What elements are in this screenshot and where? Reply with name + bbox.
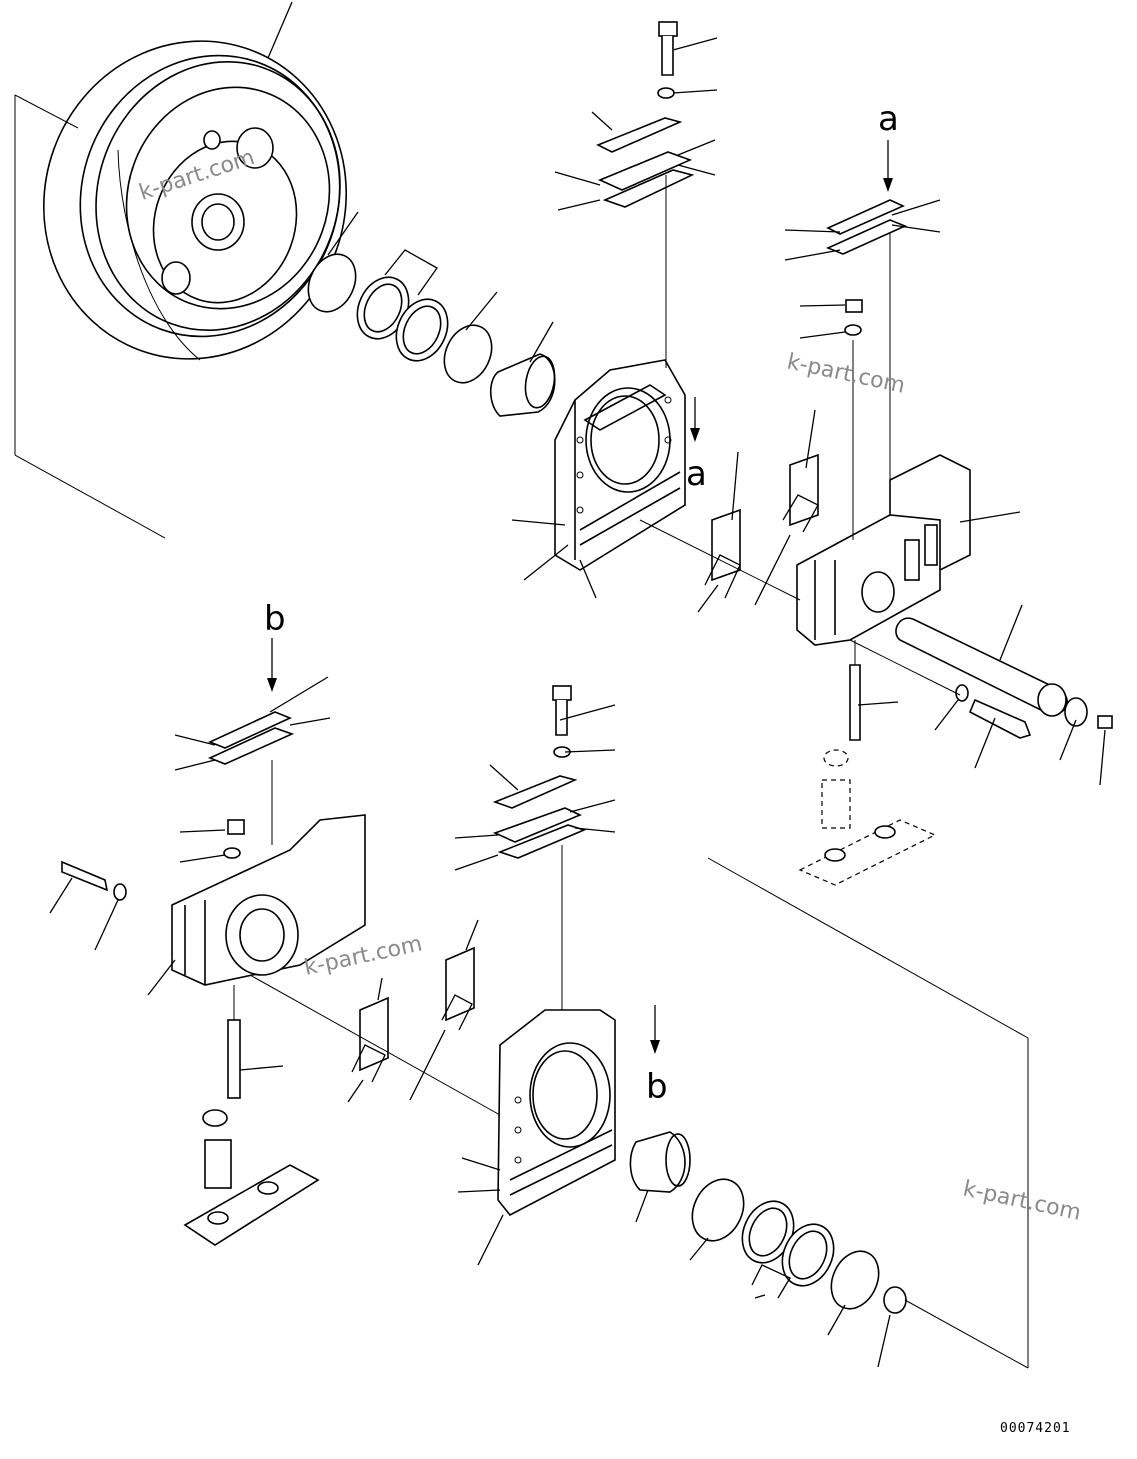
view-arrows (267, 140, 893, 1054)
upper-spacer-shims (711, 453, 819, 582)
drawing-number: 00074201 (1000, 1421, 1071, 1436)
upper-bolt-shim-stack (596, 21, 695, 368)
view-label-a-mid: a (686, 454, 707, 494)
view-label-b-mid: b (646, 1067, 668, 1107)
right-yoke-assembly (796, 199, 1113, 886)
upper-bearing-bracket (554, 359, 686, 571)
watermark-4: k-part.com (961, 1176, 1083, 1225)
lower-bolt-shim-stack (492, 685, 587, 1010)
view-label-b-left: b (264, 599, 286, 639)
lower-seal-set (629, 1131, 907, 1314)
idler-wheel (42, 40, 348, 361)
leader-lines (49, 1, 1106, 1368)
view-label-a-top: a (878, 99, 899, 139)
upper-seal-set (307, 253, 556, 417)
left-yoke-assembly (61, 711, 366, 1246)
watermark-2: k-part.com (785, 349, 907, 398)
assembly-lines (14, 94, 1029, 1369)
lower-bearing-bracket (497, 1009, 616, 1217)
